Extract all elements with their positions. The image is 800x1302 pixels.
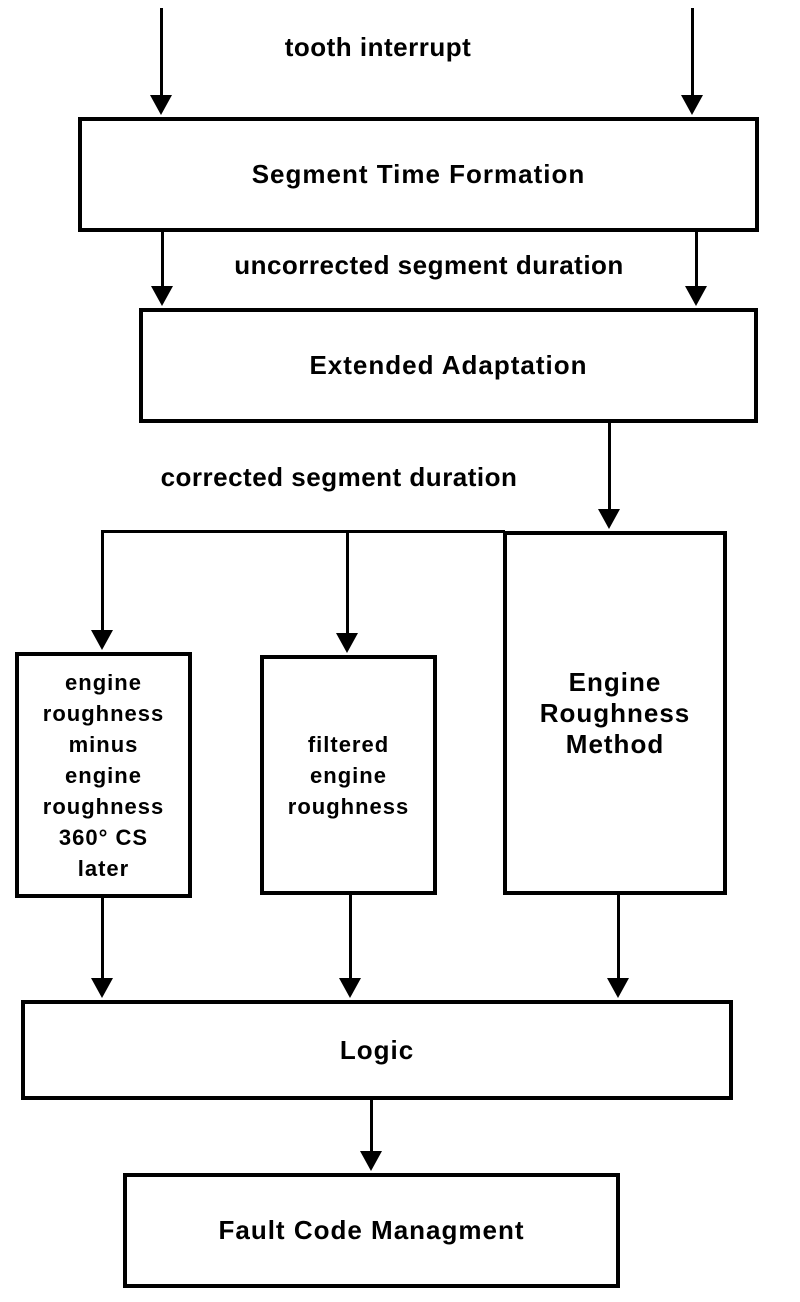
arrow-line-to-logic-right [617, 893, 620, 980]
node-segment-time-formation: Segment Time Formation [78, 117, 759, 232]
arrow-line-uncorrected-left [161, 232, 164, 288]
arrowhead-down-icon [336, 633, 358, 653]
node-extended-adaptation: Extended Adaptation [139, 308, 758, 423]
arrowhead-down-icon [607, 978, 629, 998]
arrowhead-down-icon [681, 95, 703, 115]
node-engine-roughness-delta: engine roughness minus engine roughness … [15, 652, 192, 898]
arrow-line-tooth-interrupt-right [691, 8, 694, 97]
edge-label-corrected-segment-duration: corrected segment duration [160, 462, 518, 492]
node-label: Extended Adaptation [309, 350, 588, 380]
node-label: filtered engine roughness [287, 731, 410, 819]
node-label: Logic [339, 1034, 415, 1065]
arrowhead-down-icon [150, 95, 172, 115]
arrowhead-down-icon [151, 286, 173, 306]
node-logic: Logic [21, 1000, 733, 1100]
arrow-line-corrected-duration [608, 423, 611, 511]
arrow-line-branch-left [101, 530, 104, 632]
edge-label-tooth-interrupt: tooth interrupt [284, 32, 472, 62]
arrow-line-branch-middle [346, 530, 349, 635]
node-engine-roughness-method: Engine Roughness Method [503, 531, 727, 895]
node-label: Engine Roughness Method [539, 666, 691, 759]
arrowhead-down-icon [598, 509, 620, 529]
arrowhead-down-icon [91, 630, 113, 650]
node-label: Fault Code Managment [218, 1215, 525, 1245]
branch-connector-line [101, 530, 505, 533]
arrow-line-uncorrected-right [695, 232, 698, 288]
arrowhead-down-icon [685, 286, 707, 306]
node-filtered-engine-roughness: filtered engine roughness [260, 655, 437, 895]
arrowhead-down-icon [360, 1151, 382, 1171]
edge-label-uncorrected-segment-duration: uncorrected segment duration [234, 250, 624, 280]
arrow-line-to-logic-middle [349, 893, 352, 980]
node-label: Segment Time Formation [251, 159, 586, 189]
arrowhead-down-icon [339, 978, 361, 998]
arrow-line-to-logic-left [101, 896, 104, 980]
node-label: engine roughness minus engine roughness … [42, 669, 165, 881]
arrow-line-tooth-interrupt-left [160, 8, 163, 97]
arrow-line-to-fault-code [370, 1100, 373, 1153]
node-fault-code-management: Fault Code Managment [123, 1173, 620, 1288]
arrowhead-down-icon [91, 978, 113, 998]
